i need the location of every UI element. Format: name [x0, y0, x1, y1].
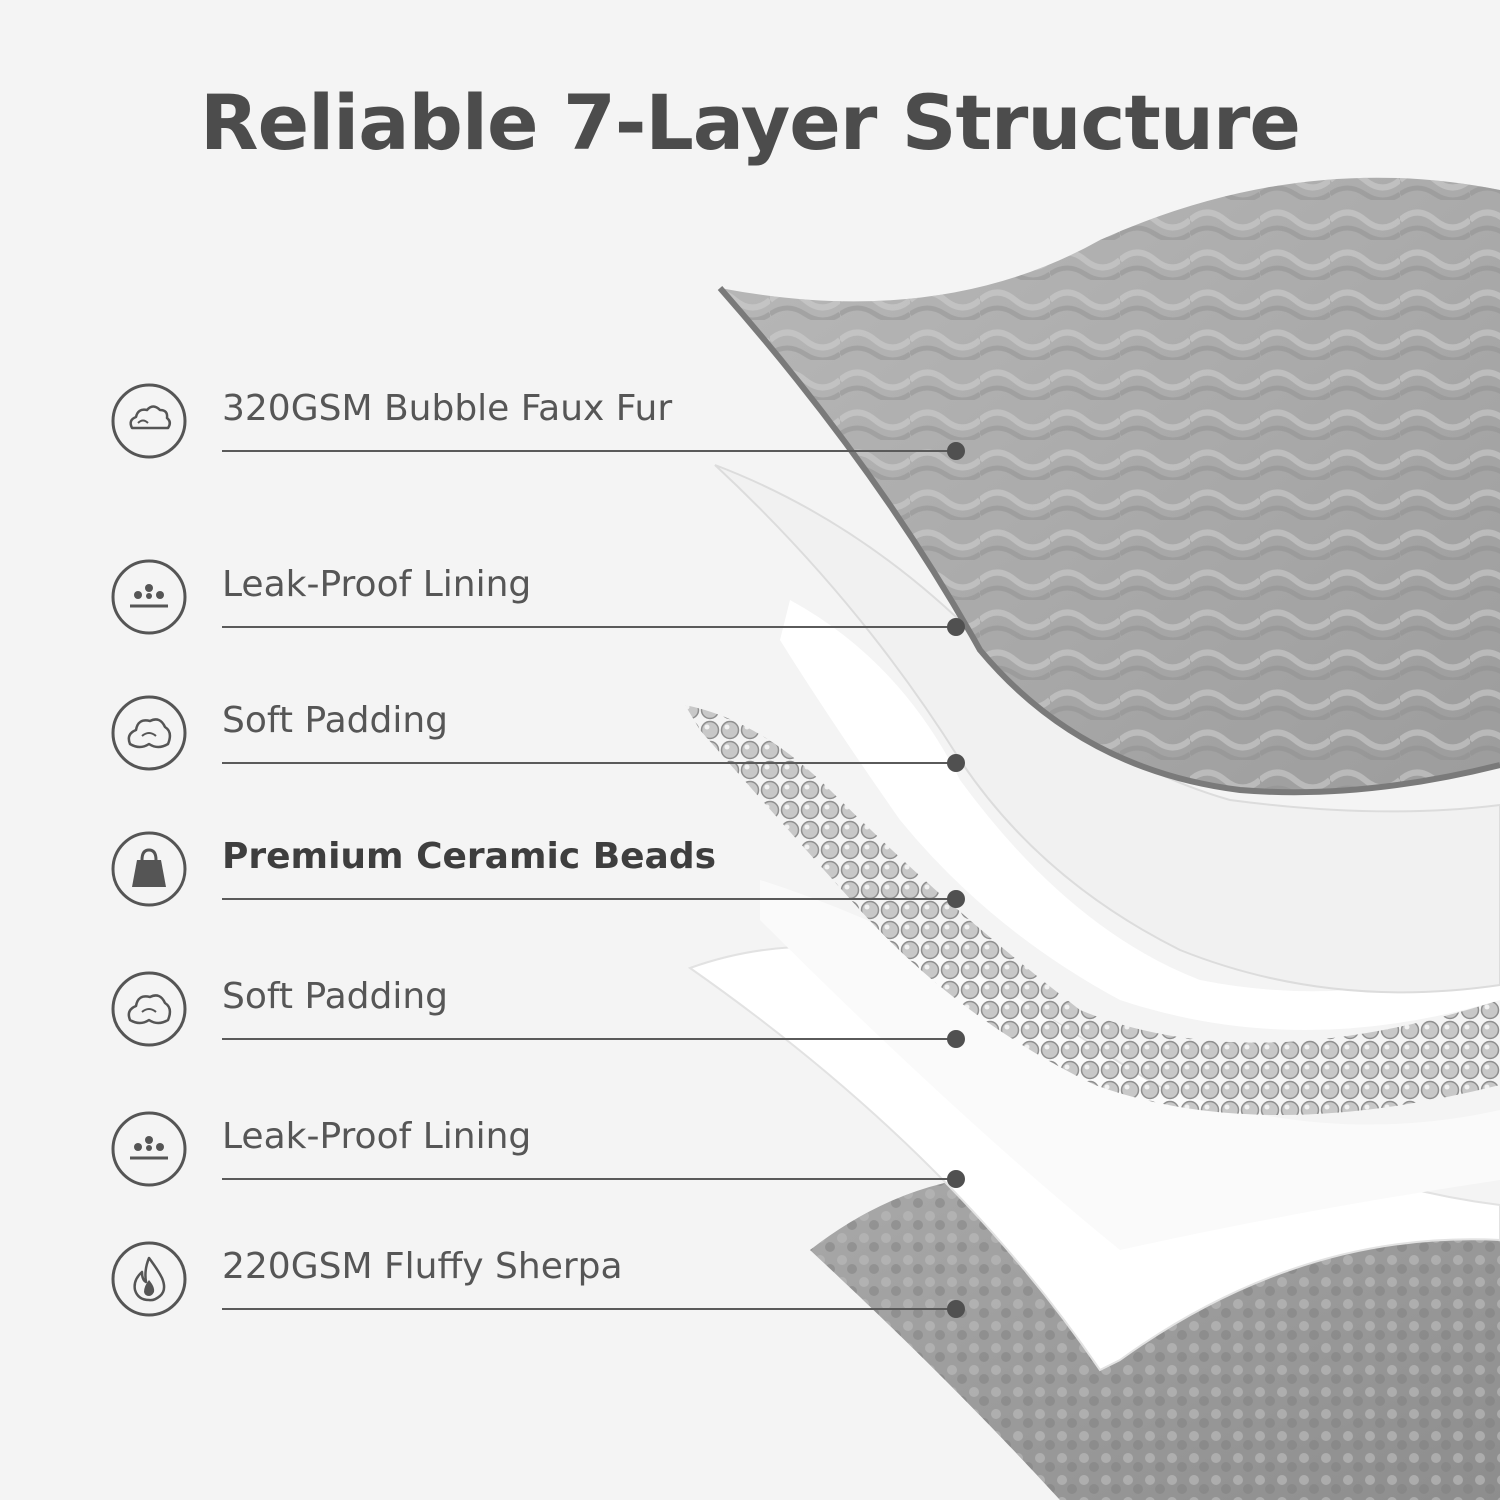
- leader-dot: [947, 1030, 965, 1048]
- soft-padding-icon: [110, 970, 188, 1048]
- layer-row-4: Premium Ceramic Beads: [110, 830, 970, 920]
- layer-row-3: Soft Padding: [110, 694, 970, 784]
- droplets-icon: [110, 1110, 188, 1188]
- layer-row-2: Leak-Proof Lining: [110, 558, 970, 648]
- layer-row-5: Soft Padding: [110, 970, 970, 1060]
- leader-dot: [947, 1170, 965, 1188]
- leader-line: [222, 1178, 956, 1180]
- leader-line: [222, 898, 956, 900]
- layer-label: 320GSM Bubble Faux Fur: [222, 388, 673, 429]
- soft-padding-icon: [110, 694, 188, 772]
- weight-bag-icon: [110, 830, 188, 908]
- leader-line: [222, 450, 956, 452]
- layer-label: Soft Padding: [222, 700, 449, 741]
- layer-row-6: Leak-Proof Lining: [110, 1110, 970, 1200]
- leader-line: [222, 626, 956, 628]
- layer-label: Premium Ceramic Beads: [222, 836, 717, 877]
- leader-dot: [947, 618, 965, 636]
- leader-dot: [947, 754, 965, 772]
- leader-dot: [947, 1300, 965, 1318]
- flame-icon: [110, 1240, 188, 1318]
- layer-label: Leak-Proof Lining: [222, 1116, 532, 1157]
- layer-label: 220GSM Fluffy Sherpa: [222, 1246, 623, 1287]
- layer-label: Soft Padding: [222, 976, 449, 1017]
- leader-line: [222, 1038, 956, 1040]
- cloud-icon: [110, 382, 188, 460]
- leader-dot: [947, 890, 965, 908]
- layer-label: Leak-Proof Lining: [222, 564, 532, 605]
- page-title: Reliable 7-Layer Structure: [200, 78, 1301, 167]
- leader-line: [222, 1308, 956, 1310]
- layer-row-7: 220GSM Fluffy Sherpa: [110, 1240, 970, 1330]
- leader-line: [222, 762, 956, 764]
- leader-dot: [947, 442, 965, 460]
- droplets-icon: [110, 558, 188, 636]
- layer-row-1: 320GSM Bubble Faux Fur: [110, 382, 970, 472]
